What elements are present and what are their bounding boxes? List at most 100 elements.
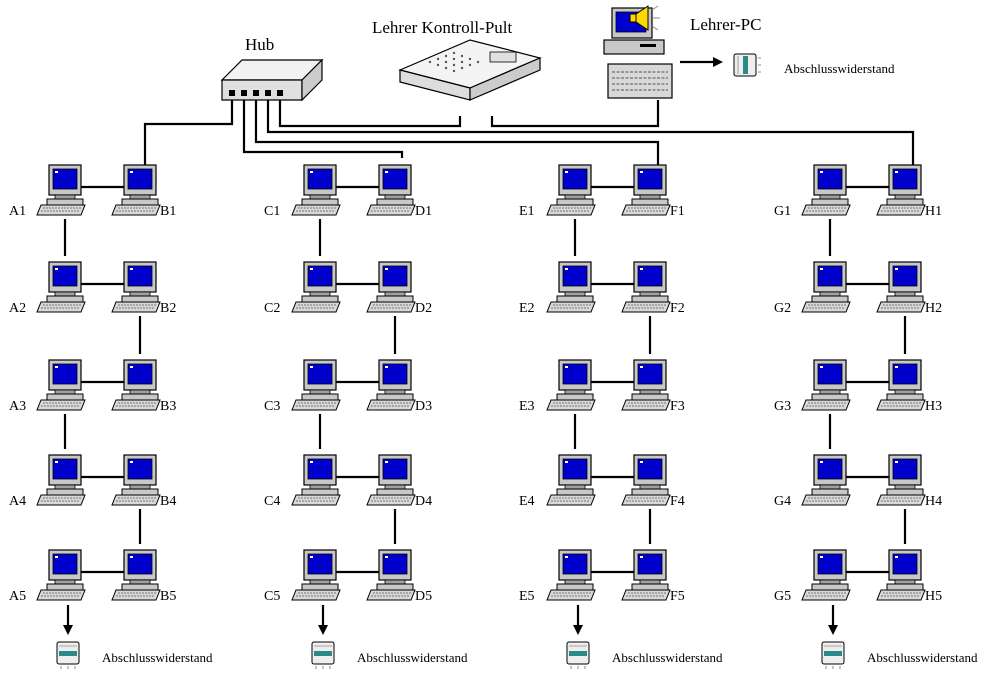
station-label: B3 (160, 399, 176, 414)
station-label: C5 (264, 589, 280, 604)
computer-icon (36, 359, 86, 411)
terminator-label: Abschlusswiderstand (357, 650, 468, 665)
hub-wires (143, 57, 915, 165)
station-label: E4 (519, 494, 535, 509)
station-label: B5 (160, 589, 176, 604)
station-label: B2 (160, 301, 176, 316)
computer-icon (366, 261, 416, 313)
computer-icon (111, 261, 161, 313)
station-label: H3 (925, 399, 942, 414)
station-label: E1 (519, 204, 535, 219)
terminator-icon (311, 641, 335, 670)
terminator-icon (821, 641, 845, 670)
terminator-label: Abschlusswiderstand (612, 650, 723, 665)
computer-icon (876, 261, 926, 313)
computer-icon (291, 549, 341, 601)
computer-icon (291, 261, 341, 313)
computer-icon (36, 549, 86, 601)
computer-icon (876, 454, 926, 506)
computer-icon (621, 454, 671, 506)
hub-icon (220, 58, 324, 102)
station-label: D1 (415, 204, 432, 219)
station-label: G1 (774, 204, 791, 219)
computer-icon (621, 359, 671, 411)
computer-icon (621, 164, 671, 216)
station-label: C1 (264, 204, 280, 219)
station-label: E3 (519, 399, 535, 414)
station-label: C2 (264, 301, 280, 316)
hub-label: Hub (245, 35, 274, 54)
computer-icon (111, 454, 161, 506)
terminator-icon (733, 53, 762, 77)
station-label: H1 (925, 204, 942, 219)
station-label: D2 (415, 301, 432, 316)
computer-icon (876, 549, 926, 601)
station-label: E5 (519, 589, 535, 604)
computer-icon (801, 261, 851, 313)
station-label: G5 (774, 589, 791, 604)
computer-icon (546, 359, 596, 411)
computer-icon (546, 454, 596, 506)
computer-icon (876, 164, 926, 216)
station-label: H5 (925, 589, 942, 604)
station-label: E2 (519, 301, 535, 316)
computer-icon (111, 359, 161, 411)
computer-icon (801, 359, 851, 411)
control-panel-icon (398, 39, 542, 101)
computer-icon (621, 549, 671, 601)
computer-icon (111, 164, 161, 216)
computer-icon (621, 261, 671, 313)
terminator-icon (566, 641, 590, 670)
computer-icon (546, 261, 596, 313)
station-label: F2 (670, 301, 685, 316)
station-label: G3 (774, 399, 791, 414)
speaker-icon (629, 5, 660, 31)
computer-icon (291, 359, 341, 411)
computer-icon (366, 359, 416, 411)
computer-icon (801, 549, 851, 601)
station-label: A4 (9, 494, 26, 509)
station-label: C3 (264, 399, 280, 414)
computer-icon (801, 164, 851, 216)
terminator-icon (56, 641, 80, 670)
computer-icon (366, 549, 416, 601)
computer-icon (111, 549, 161, 601)
teacher-pc-label: Lehrer-PC (690, 15, 761, 34)
station-label: B4 (160, 494, 176, 509)
computer-icon (36, 261, 86, 313)
terminator-label: Abschlusswiderstand (867, 650, 978, 665)
station-label: F1 (670, 204, 685, 219)
station-label: H2 (925, 301, 942, 316)
computer-icon (546, 549, 596, 601)
station-label: D5 (415, 589, 432, 604)
station-label: A5 (9, 589, 26, 604)
station-label: A2 (9, 301, 26, 316)
teacher-terminator-label: Abschlusswiderstand (784, 61, 895, 76)
computer-icon (36, 454, 86, 506)
computer-icon (546, 164, 596, 216)
station-label: F4 (670, 494, 685, 509)
station-label: D4 (415, 494, 432, 509)
station-label: A1 (9, 204, 26, 219)
computer-icon (366, 454, 416, 506)
computer-icon (291, 454, 341, 506)
computer-icon (876, 359, 926, 411)
station-label: C4 (264, 494, 280, 509)
computer-icon (291, 164, 341, 216)
station-label: G2 (774, 301, 791, 316)
station-label: F3 (670, 399, 685, 414)
computer-icon (36, 164, 86, 216)
station-label: D3 (415, 399, 432, 414)
computer-icon (366, 164, 416, 216)
terminator-label: Abschlusswiderstand (102, 650, 213, 665)
station-label: F5 (670, 589, 685, 604)
station-label: G4 (774, 494, 791, 509)
computer-icon (801, 454, 851, 506)
station-label: H4 (925, 494, 942, 509)
